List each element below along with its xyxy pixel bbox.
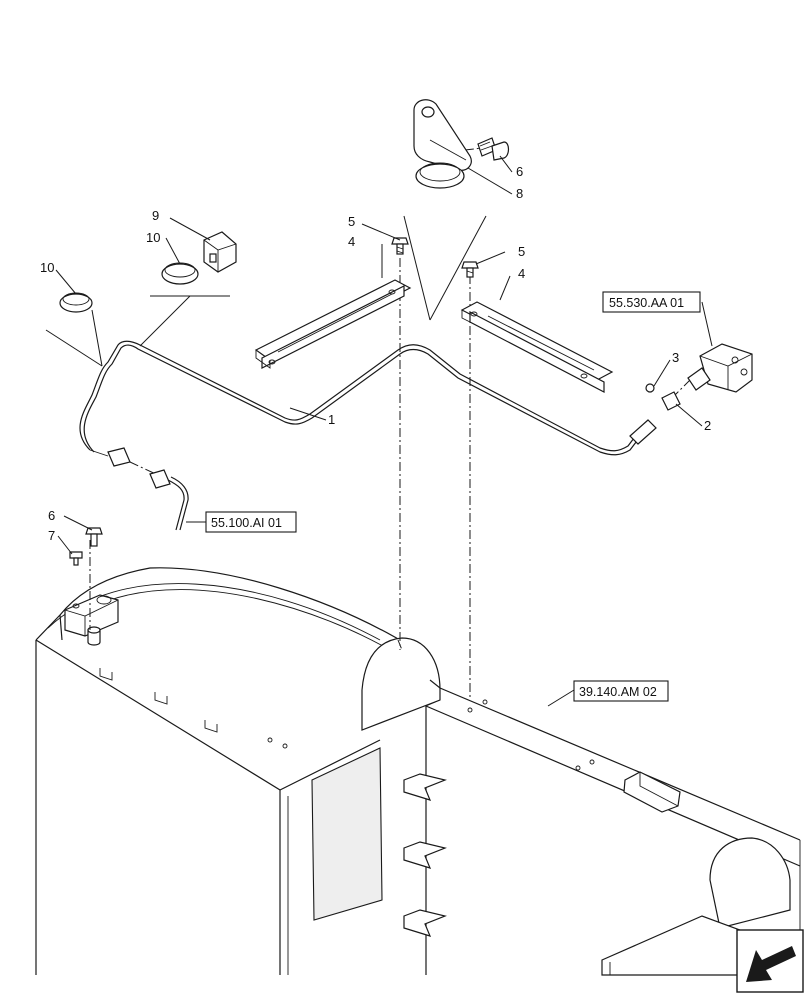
ref-39140-label: 39.140.AM 02 bbox=[579, 685, 657, 699]
clamp-bracket bbox=[413, 99, 472, 189]
screw-3 bbox=[645, 383, 655, 393]
alignment-lines bbox=[89, 147, 701, 700]
callout-4-right: 4 bbox=[518, 266, 525, 281]
channel-left bbox=[254, 279, 412, 369]
callout-2: 2 bbox=[704, 418, 711, 433]
tie-10-left bbox=[59, 292, 93, 313]
cab-body bbox=[35, 567, 801, 976]
arrow-bottom-left-icon[interactable] bbox=[736, 929, 804, 993]
callout-6-top: 6 bbox=[516, 164, 523, 179]
clip-9 bbox=[203, 231, 237, 273]
clip-2 bbox=[661, 391, 681, 411]
cable-harness bbox=[79, 340, 657, 531]
tie-10-upper bbox=[161, 262, 199, 285]
callout-6-left: 6 bbox=[48, 508, 55, 523]
callout-9: 9 bbox=[152, 208, 159, 223]
screw-7 bbox=[69, 551, 83, 566]
leaders bbox=[55, 155, 713, 707]
callout-8: 8 bbox=[516, 186, 523, 201]
lamp-bracket bbox=[687, 343, 753, 393]
bolt-top bbox=[477, 137, 510, 161]
callout-3: 3 bbox=[672, 350, 679, 365]
callout-4-left: 4 bbox=[348, 234, 355, 249]
ref-box-55100[interactable]: 55.100.AI 01 bbox=[205, 511, 297, 533]
callout-5-left: 5 bbox=[348, 214, 355, 229]
screw-right bbox=[461, 261, 479, 278]
callout-5-right: 5 bbox=[518, 244, 525, 259]
callout-1: 1 bbox=[328, 412, 335, 427]
callout-7: 7 bbox=[48, 528, 55, 543]
callout-10-left: 10 bbox=[40, 260, 54, 275]
channel-right bbox=[460, 301, 614, 393]
bolt-6-left bbox=[85, 527, 103, 547]
screw-left bbox=[391, 237, 409, 255]
ref-box-55530[interactable]: 55.530.AA 01 bbox=[602, 291, 701, 313]
ref-55100-label: 55.100.AI 01 bbox=[211, 516, 282, 530]
ref-55530-label: 55.530.AA 01 bbox=[609, 296, 684, 310]
callout-10-upper: 10 bbox=[146, 230, 160, 245]
ref-box-39140[interactable]: 39.140.AM 02 bbox=[573, 680, 669, 702]
